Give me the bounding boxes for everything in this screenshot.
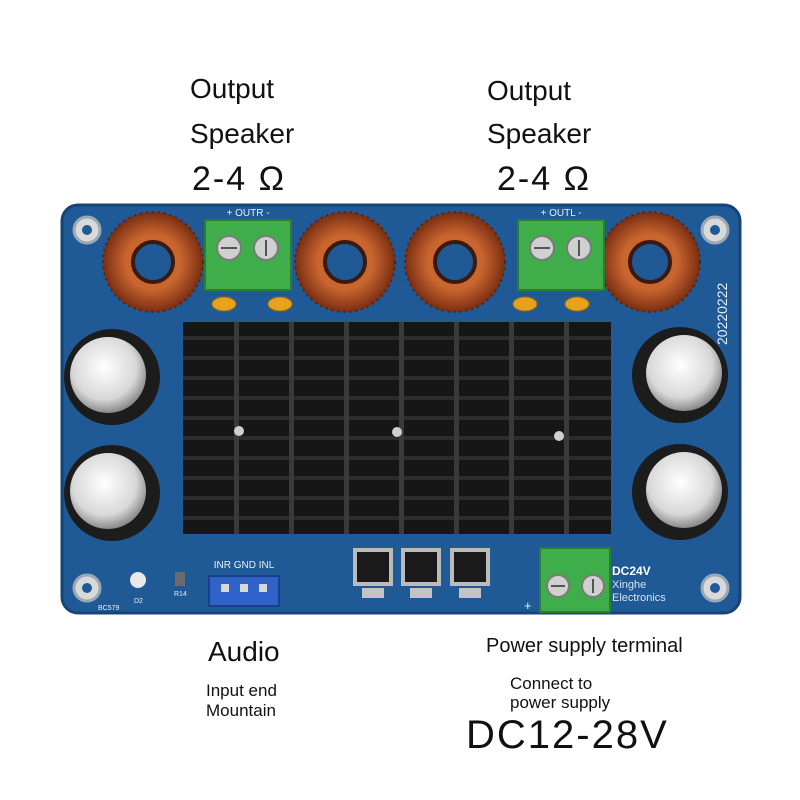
audio-sub2: Mountain [206, 701, 276, 720]
pcb-board-id: BC579 [98, 605, 120, 612]
led-d2 [130, 572, 146, 588]
audio-input-connector [208, 575, 280, 607]
pcb-outl-label: + OUTL - [540, 208, 581, 219]
mounting-holes [72, 215, 730, 603]
right-output-line2: Speaker [487, 118, 592, 149]
pcb-r14-label: R14 [174, 591, 187, 598]
right-impedance: 2-4 Ω [497, 160, 592, 198]
small-capacitors [211, 296, 590, 312]
power-transistors [353, 548, 490, 598]
pcb-date-code: 20220222 [714, 282, 730, 345]
power-terminal [539, 547, 611, 613]
heatsink [183, 322, 611, 534]
electrolytic-capacitors [64, 327, 728, 541]
pcb-d2-label: D2 [134, 598, 143, 605]
resistor-r14 [175, 572, 185, 586]
pcb-dc-label: DC24V [612, 564, 651, 578]
pcb-maker2: Electronics [612, 592, 666, 604]
pcb-maker1: Xinghe [612, 579, 646, 591]
power-sub2: power supply [510, 693, 611, 712]
pcb-input-pins-label: INR GND INL [214, 560, 275, 571]
left-output-line2: Speaker [190, 118, 295, 149]
pcb-outr-label: + OUTR - [226, 208, 269, 219]
audio-sub1: Input end [206, 681, 277, 700]
output-terminal-right [517, 219, 605, 291]
left-impedance: 2-4 Ω [192, 160, 287, 198]
right-output-line1: Output [487, 75, 572, 106]
left-output-line1: Output [190, 73, 275, 104]
power-title: Power supply terminal [486, 635, 683, 657]
voltage-label: DC12-28V [466, 713, 669, 757]
power-sub1: Connect to [510, 674, 593, 693]
pcb-plus-label: + [524, 598, 532, 613]
toroid-coils [102, 211, 701, 313]
output-terminal-left [204, 219, 292, 291]
audio-title: Audio [208, 636, 280, 667]
